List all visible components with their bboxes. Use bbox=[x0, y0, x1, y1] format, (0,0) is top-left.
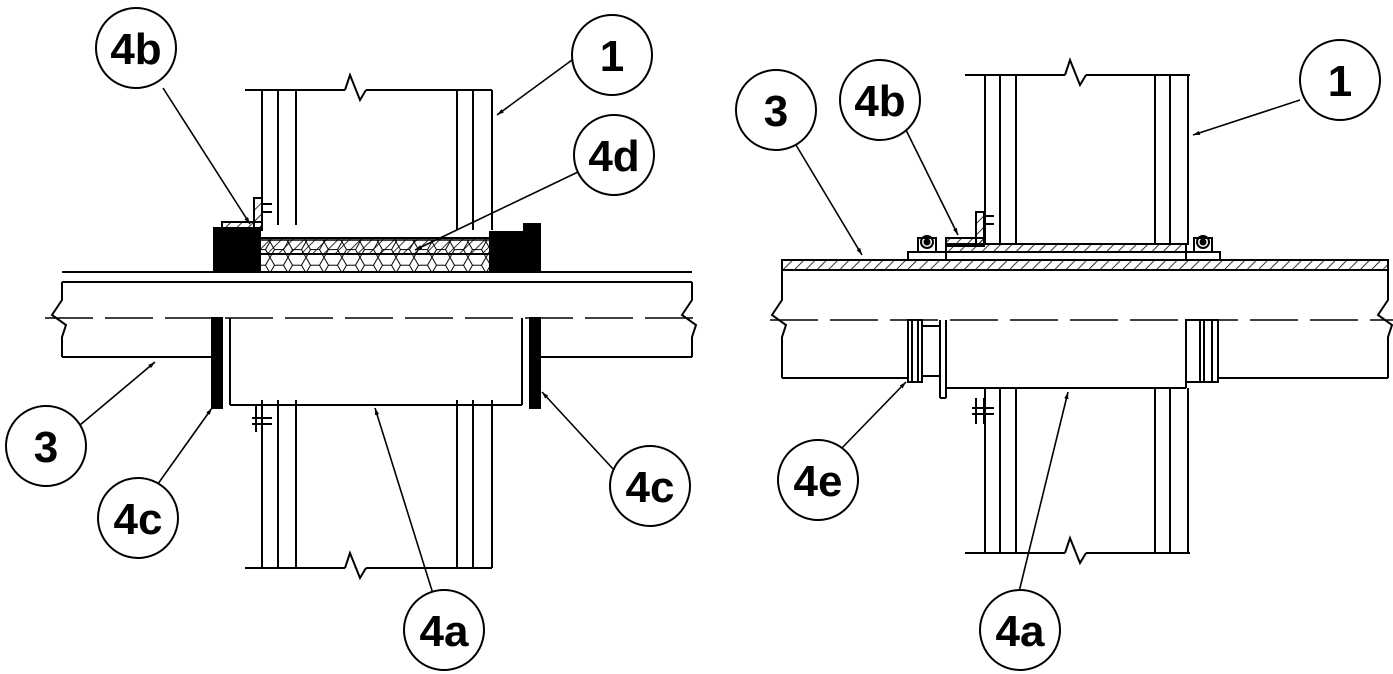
svg-text:4b: 4b bbox=[854, 77, 905, 126]
svg-text:1: 1 bbox=[1328, 57, 1352, 106]
callout-4d-left: 4d bbox=[573, 114, 655, 196]
pipe-right bbox=[770, 259, 1393, 379]
packing-4d bbox=[259, 239, 491, 273]
sealant-4c bbox=[211, 223, 541, 409]
svg-text:4c: 4c bbox=[114, 495, 163, 544]
wall-frame-lower-right bbox=[965, 388, 1190, 566]
svg-text:1: 1 bbox=[600, 32, 624, 81]
callout-3-left: 3 bbox=[5, 405, 87, 487]
svg-text:4c: 4c bbox=[626, 463, 675, 512]
svg-text:4d: 4d bbox=[588, 132, 639, 181]
callout-4a-right: 4a bbox=[979, 589, 1061, 671]
svg-text:4a: 4a bbox=[996, 607, 1045, 656]
callout-3-right: 3 bbox=[735, 69, 817, 151]
callout-4b-left: 4b bbox=[95, 7, 177, 89]
left-detail bbox=[45, 59, 700, 598]
svg-text:3: 3 bbox=[34, 423, 58, 472]
pipe-clamp-left bbox=[907, 235, 947, 261]
coupling-4e-right bbox=[1185, 319, 1219, 383]
callout-1-left: 1 bbox=[571, 14, 653, 96]
coupling-4e-left bbox=[907, 319, 941, 383]
pipe bbox=[45, 271, 700, 358]
svg-text:3: 3 bbox=[764, 87, 788, 136]
svg-text:4a: 4a bbox=[420, 607, 469, 656]
svg-text:4e: 4e bbox=[794, 457, 843, 506]
callout-1-right: 1 bbox=[1299, 39, 1381, 121]
wall-frame-upper bbox=[245, 72, 493, 230]
callout-4c-left-b: 4c bbox=[609, 445, 691, 527]
pipe-clamp-right bbox=[1185, 235, 1221, 261]
callout-4b-right: 4b bbox=[839, 59, 921, 141]
callout-4e-right: 4e bbox=[777, 439, 859, 521]
wall-frame-lower bbox=[245, 400, 493, 581]
collar-4b-right bbox=[945, 211, 994, 424]
svg-text:4b: 4b bbox=[110, 25, 161, 74]
callout-4a-left: 4a bbox=[403, 589, 485, 671]
right-detail bbox=[770, 57, 1393, 597]
sleeve-4a-right bbox=[939, 243, 1187, 399]
callout-4c-left-a: 4c bbox=[97, 477, 179, 559]
wall-frame-upper-right bbox=[965, 57, 1190, 245]
